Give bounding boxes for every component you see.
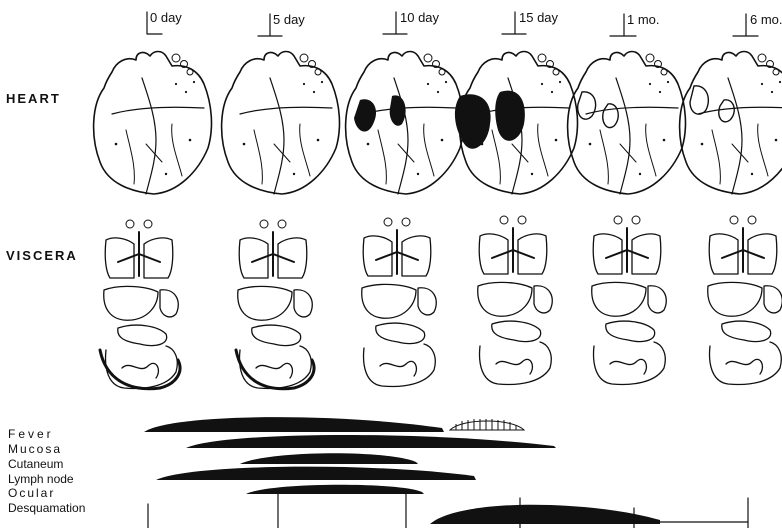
timepoint-label-2: 10 day bbox=[400, 10, 440, 25]
symptom-duration-bands bbox=[144, 417, 748, 528]
timepoint-labels: 0 day 5 day 10 day 15 day 1 mo. 6 mo. bbox=[150, 10, 782, 27]
viscera-illustration bbox=[478, 216, 553, 384]
viscera-drawings bbox=[100, 216, 782, 389]
fever-band bbox=[144, 417, 444, 432]
heart-illustration bbox=[94, 52, 212, 195]
timepoint-ticks bbox=[147, 12, 758, 36]
timepoint-label-0: 0 day bbox=[150, 10, 182, 25]
timepoint-label-5: 6 mo. bbox=[750, 12, 782, 27]
desquamation-band bbox=[430, 505, 660, 524]
viscera-illustration bbox=[708, 216, 782, 384]
viscera-illustration bbox=[362, 218, 437, 386]
fever-recurrence-band bbox=[450, 421, 524, 430]
lesion-shading bbox=[354, 95, 406, 131]
symptom-labels: Fever Mucosa Cutaneum Lymph node Ocular … bbox=[8, 427, 85, 515]
row-label-heart: HEART bbox=[6, 91, 61, 106]
cutaneum-band bbox=[240, 453, 418, 464]
symptom-label-fever: Fever bbox=[8, 427, 54, 441]
viscera-illustration bbox=[104, 220, 179, 388]
symptom-label-mucosa: Mucosa bbox=[8, 442, 62, 456]
ocular-band bbox=[246, 485, 424, 494]
symptom-label-desquamation: Desquamation bbox=[8, 501, 85, 515]
heart-illustration bbox=[680, 52, 782, 195]
lesion-shading bbox=[455, 91, 525, 149]
aneurysm-outline bbox=[690, 86, 734, 122]
viscera-illustration bbox=[592, 216, 667, 384]
timepoint-label-1: 5 day bbox=[273, 12, 305, 27]
heart-drawings bbox=[94, 52, 782, 195]
symptom-label-ocular: Ocular bbox=[8, 486, 55, 500]
row-label-viscera: VISCERA bbox=[6, 248, 78, 263]
heart-illustration bbox=[222, 52, 340, 195]
symptom-label-cutaneum: Cutaneum bbox=[8, 457, 63, 471]
mucosa-band bbox=[186, 435, 556, 448]
viscera-illustration bbox=[238, 220, 313, 388]
lymph-node-band bbox=[156, 467, 476, 480]
heart-illustration bbox=[568, 52, 686, 195]
intestine-outline bbox=[100, 350, 180, 389]
timepoint-label-3: 15 day bbox=[519, 10, 559, 25]
symptom-label-lymph-node: Lymph node bbox=[8, 472, 74, 486]
timepoint-label-4: 1 mo. bbox=[627, 12, 660, 27]
